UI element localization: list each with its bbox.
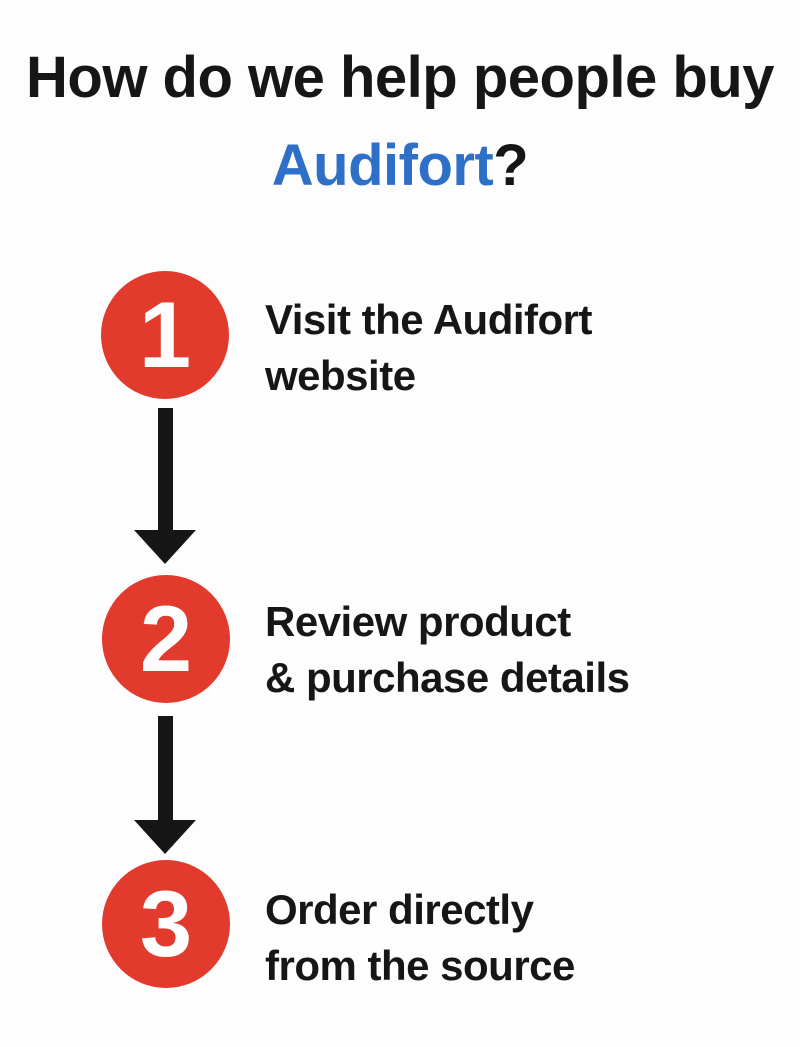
step-2-label-line1: Review product <box>265 598 571 645</box>
step-1-label-line1: Visit the Audifort <box>265 296 593 343</box>
step-1-label-line2: website <box>265 352 416 399</box>
arrow-head <box>134 530 196 564</box>
step-2-number: 2 <box>139 586 193 691</box>
question-mark: ? <box>493 133 529 198</box>
step-2-label-line2: & purchase details <box>265 654 630 701</box>
step-3-number: 3 <box>139 871 193 976</box>
step-1-circle: 1 <box>101 271 229 399</box>
page-title: How do we help people buy Audifort? <box>0 34 800 210</box>
step-3-circle: 3 <box>102 860 230 988</box>
step-3-label-line2: from the source <box>265 942 575 989</box>
title-line2: Audifort? <box>0 122 800 210</box>
down-arrow-icon <box>134 716 196 854</box>
step-3-label: Order directly from the source <box>265 882 575 994</box>
arrow-head <box>134 820 196 854</box>
step-3-label-line1: Order directly <box>265 886 534 933</box>
brand-name: Audifort <box>271 133 494 198</box>
title-line1: How do we help people buy <box>26 45 775 110</box>
down-arrow-icon <box>134 408 196 564</box>
step-1-label: Visit the Audifort website <box>265 292 593 404</box>
step-2-label: Review product & purchase details <box>265 594 630 706</box>
step-2-circle: 2 <box>102 575 230 703</box>
arrow-shaft <box>157 408 173 530</box>
step-1-number: 1 <box>138 282 192 387</box>
arrow-shaft <box>157 716 173 820</box>
